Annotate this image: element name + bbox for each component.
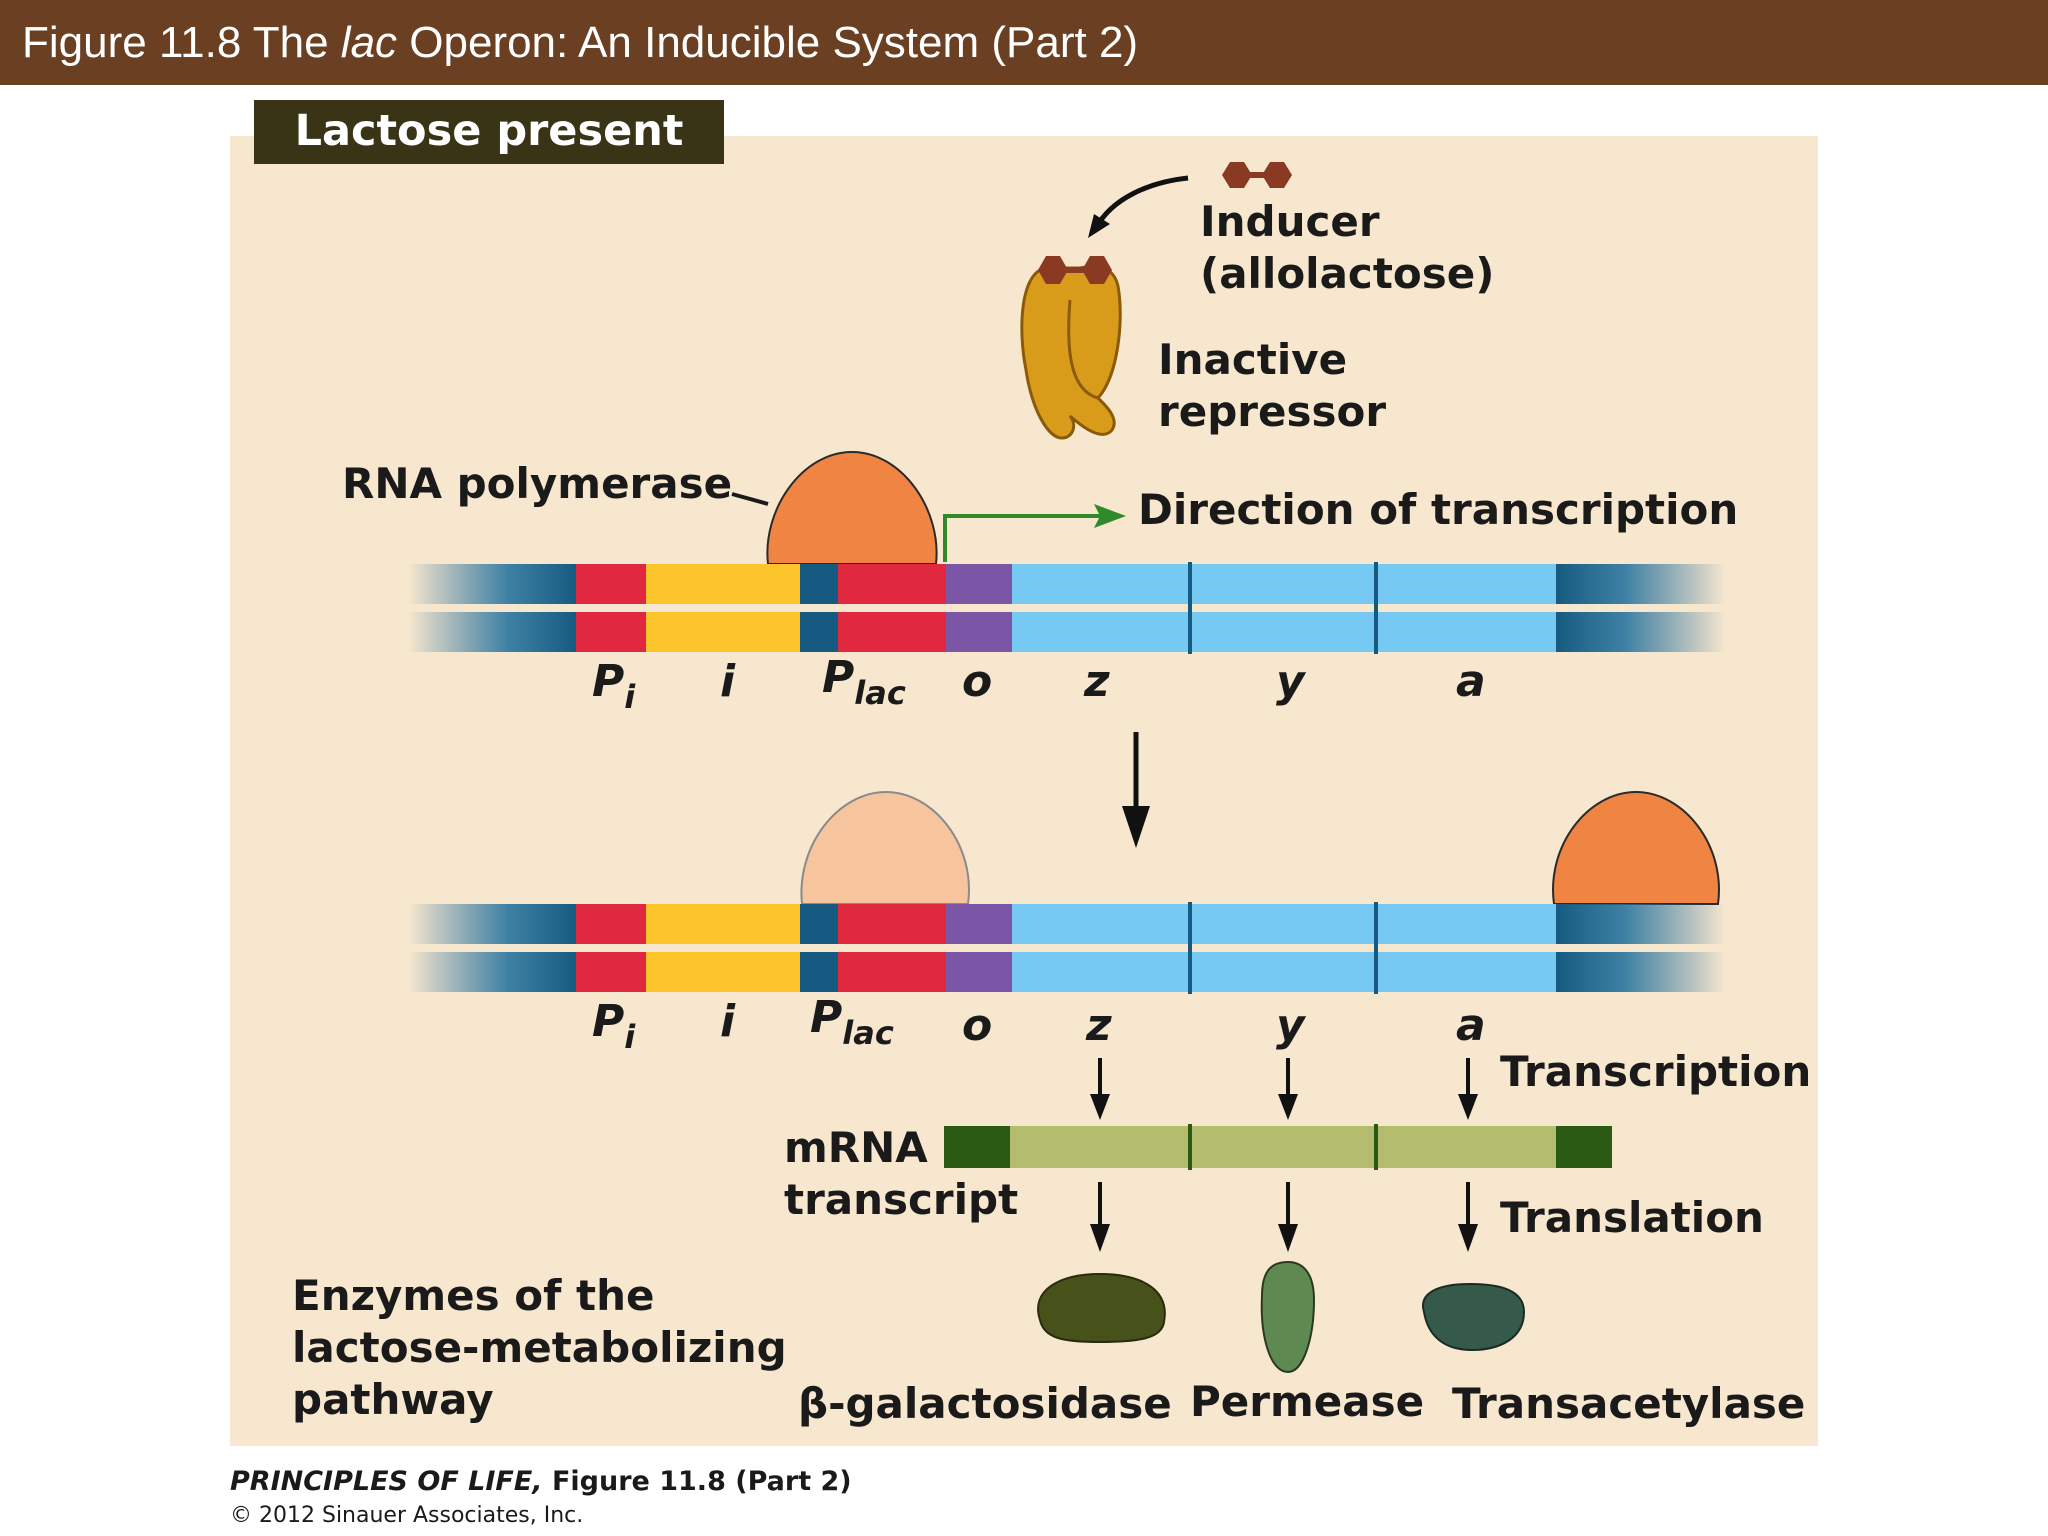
gene-label-z: z (1084, 656, 1110, 707)
credit-book: PRINCIPLES OF LIFE, (230, 1466, 543, 1497)
state-arrow-head (1122, 806, 1150, 848)
direction-arrow (943, 514, 1100, 562)
figure-title-prefix: Figure 11.8 The (22, 18, 341, 67)
gene-label-o: o (962, 656, 993, 707)
gene-label-plac-bottom: Plac (810, 992, 894, 1052)
direction-label: Direction of transcription (1138, 485, 1739, 534)
permease-label: Permease (1190, 1377, 1425, 1426)
copyright: © 2012 Sinauer Associates, Inc. (230, 1503, 584, 1528)
title-bar: Figure 11.8 The lac Operon: An Inducible… (0, 0, 2048, 85)
translation-arrows (1090, 1182, 1478, 1252)
gene-label-o-bottom: o (962, 1000, 993, 1051)
gene-label-a-bottom: a (1456, 1000, 1486, 1051)
inducer-label-line1: Inducer (1200, 197, 1380, 246)
translation-label: Translation (1500, 1193, 1764, 1242)
mrna-label-line2: transcript (784, 1175, 1019, 1224)
condition-label: Lactose present (294, 106, 684, 156)
mrna-label-line1: mRNA (784, 1123, 928, 1172)
rna-polymerase-faded (800, 790, 970, 905)
enzymes-label-line2: lactose-metabolizing (292, 1323, 787, 1372)
gene-label-z-bottom: z (1086, 1000, 1112, 1051)
dna-bottom (408, 902, 1726, 994)
credit-line: PRINCIPLES OF LIFE, Figure 11.8 (Part 2) (230, 1466, 852, 1497)
gene-label-i: i (720, 656, 736, 707)
beta-galactosidase-label: β-galactosidase (798, 1379, 1172, 1428)
figure-title-italic: lac (340, 18, 398, 67)
binding-arrow (1093, 175, 1189, 230)
transacetylase-label: Transacetylase (1452, 1379, 1806, 1428)
mrna-transcript (944, 1124, 1612, 1170)
gene-label-a: a (1456, 656, 1486, 707)
figure-title: Figure 11.8 The lac Operon: An Inducible… (22, 18, 1138, 68)
inducer-molecule (1222, 162, 1292, 188)
beta-galactosidase-shape (1037, 1272, 1166, 1344)
gene-label-pi: Pi (592, 656, 636, 716)
dna-top (408, 562, 1726, 654)
transcription-arrows (1090, 1058, 1478, 1120)
transcription-label: Transcription (1500, 1047, 1812, 1096)
gene-label-i-bottom: i (720, 996, 736, 1047)
direction-arrow-head (1094, 504, 1126, 528)
credit-figure: Figure 11.8 (Part 2) (542, 1466, 852, 1497)
binding-arrow-head (1088, 214, 1110, 238)
inducer-label-line2: (allolactose) (1200, 249, 1495, 298)
rna-polymerase-end (1552, 790, 1720, 905)
condition-tag: Lactose present (254, 100, 724, 164)
permease-shape (1260, 1260, 1316, 1374)
figure-title-suffix: Operon: An Inducible System (Part 2) (397, 18, 1139, 67)
repressor-label-line1: Inactive (1158, 335, 1348, 384)
rna-polymerase-top (766, 450, 938, 565)
enzymes-label-line3: pathway (292, 1375, 494, 1424)
enzymes-label-line1: Enzymes of the (292, 1271, 655, 1320)
inactive-repressor (1020, 256, 1122, 440)
gene-label-y-bottom: y (1276, 1000, 1305, 1051)
rna-polymerase-label: RNA polymerase (342, 459, 733, 508)
gene-label-y: y (1276, 656, 1305, 707)
rna-polymerase-leader (731, 492, 769, 506)
transacetylase-shape (1422, 1282, 1526, 1352)
repressor-label-line2: repressor (1158, 387, 1387, 436)
gene-label-plac: Plac (822, 652, 906, 712)
gene-label-pi-bottom: Pi (592, 996, 636, 1056)
